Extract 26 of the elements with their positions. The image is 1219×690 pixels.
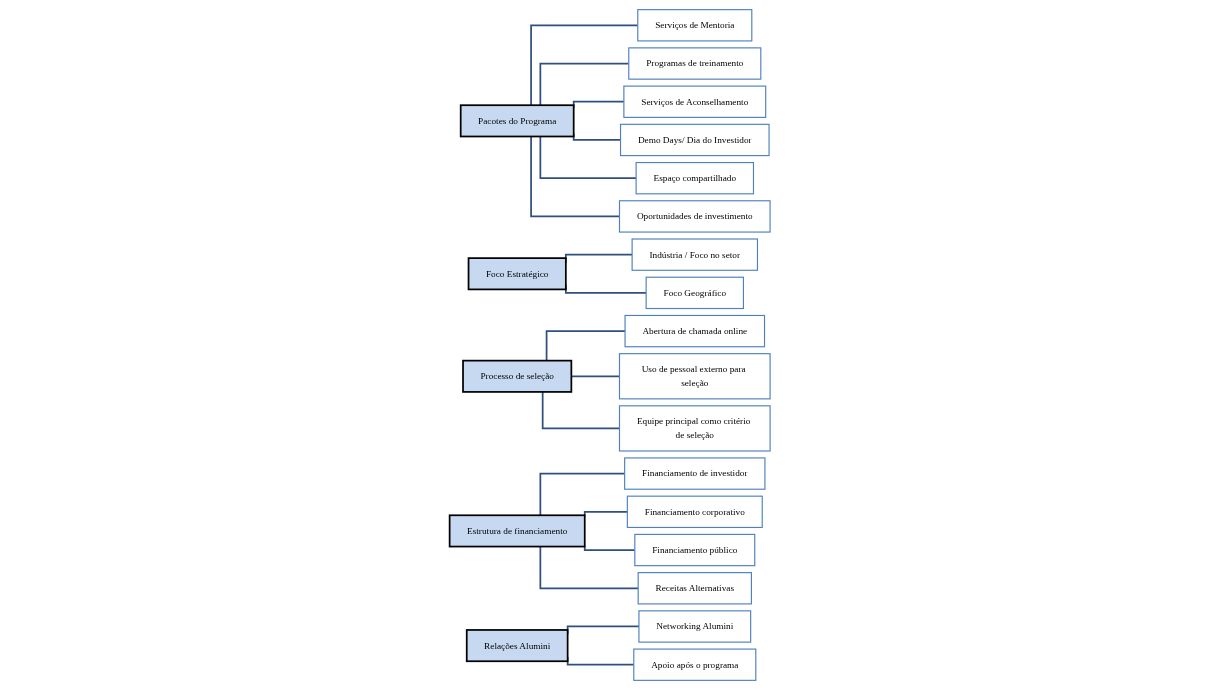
node-box: Networking Alumini	[638, 610, 751, 643]
connector	[539, 472, 626, 517]
node-box: Processo de seleção	[461, 359, 572, 393]
node-box: Foco Geográfico	[645, 276, 744, 310]
node-box: Serviços de Mentoria	[636, 9, 753, 42]
node-box: Indústria / Foco no setor	[631, 238, 758, 271]
node-box: Foco Estratégico	[467, 257, 567, 291]
connector	[541, 391, 620, 430]
node-box: Apoio após o programa	[632, 648, 756, 681]
node-box: Espaço compartilhado	[635, 161, 754, 195]
node-box: Receitas Alternativas	[637, 572, 752, 605]
node-box: Financiamento corporativo	[626, 495, 763, 529]
node-box: Serviços de Aconselhamento	[622, 85, 766, 118]
connector	[583, 510, 628, 517]
node-box: Equipe principal como critério de seleção	[618, 405, 771, 452]
node-box: Estrutura de financiamento	[448, 514, 586, 548]
node-box: Uso de pessoal externo para seleção	[618, 353, 771, 400]
node-box: Pacotes do Programa	[459, 104, 575, 138]
connector	[529, 135, 620, 218]
node-box: Demo Days/ Dia do Investidor	[619, 123, 770, 157]
node-box: Oportunidades de investimento	[618, 200, 771, 233]
node-box: Abertura de chamada online	[624, 314, 765, 348]
node-box: Financiamento público	[633, 533, 755, 567]
node-box: Programas de treinamento	[627, 47, 762, 80]
node-box: Relações Alumini	[465, 629, 569, 663]
node-box: Financiamento de investidor	[623, 457, 766, 490]
